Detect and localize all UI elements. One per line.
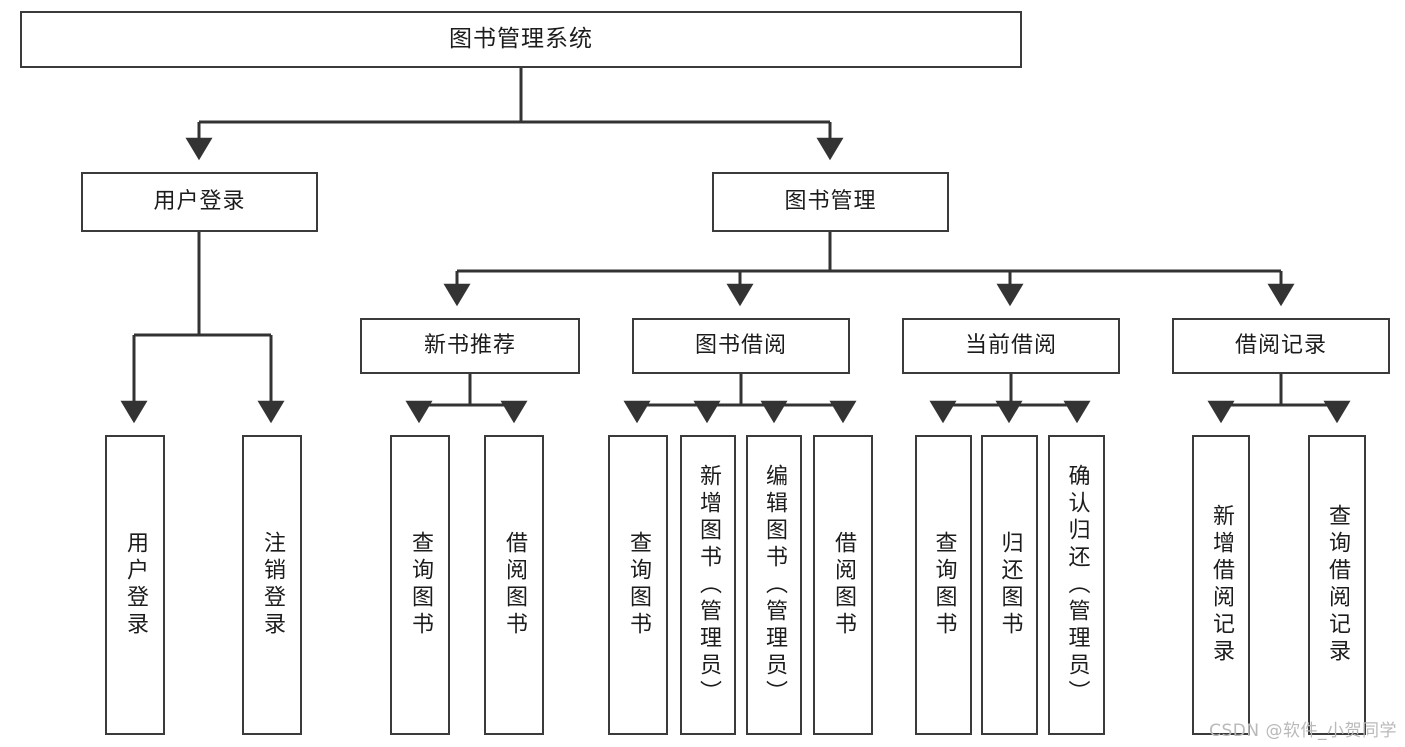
node-current-borrowing[interactable]: 当前借阅 bbox=[902, 318, 1120, 374]
edge-group-borrow-record bbox=[1207, 374, 1351, 424]
edge-group-user-login bbox=[120, 232, 285, 424]
leaf-add-record[interactable]: 新增借阅记录 bbox=[1192, 435, 1250, 735]
edge-group-book-manage bbox=[443, 232, 1295, 307]
leaf-query-book-2[interactable]: 查询图书 bbox=[608, 435, 668, 735]
leaf-edit-book[interactable]: 编辑图书（管理员） bbox=[746, 435, 802, 735]
leaf-query-book-3[interactable]: 查询图书 bbox=[915, 435, 972, 735]
leaf-add-book[interactable]: 新增图书（管理员） bbox=[680, 435, 736, 735]
leaf-query-book-1[interactable]: 查询图书 bbox=[390, 435, 450, 735]
leaf-return-book[interactable]: 归还图书 bbox=[981, 435, 1038, 735]
edge-group-root bbox=[185, 68, 844, 161]
leaf-query-record[interactable]: 查询借阅记录 bbox=[1308, 435, 1366, 735]
leaf-borrow-book-1[interactable]: 借阅图书 bbox=[484, 435, 544, 735]
edge-group-book-borrow bbox=[623, 374, 857, 424]
node-borrowing-record[interactable]: 借阅记录 bbox=[1172, 318, 1390, 374]
node-book-management[interactable]: 图书管理 bbox=[712, 172, 949, 232]
watermark-text: CSDN @软件_小贺同学 bbox=[1209, 721, 1397, 741]
node-book-management-system[interactable]: 图书管理系统 bbox=[20, 11, 1022, 68]
node-new-book-recommendation[interactable]: 新书推荐 bbox=[360, 318, 580, 374]
leaf-borrow-book-2[interactable]: 借阅图书 bbox=[813, 435, 873, 735]
edge-group-new-book-rec bbox=[405, 374, 528, 424]
node-book-borrowing[interactable]: 图书借阅 bbox=[632, 318, 850, 374]
leaf-confirm-return[interactable]: 确认归还（管理员） bbox=[1048, 435, 1105, 735]
edge-group-current-borrow bbox=[929, 374, 1091, 424]
leaf-logout-login[interactable]: 注销登录 bbox=[242, 435, 302, 735]
leaf-user-login[interactable]: 用户登录 bbox=[105, 435, 165, 735]
node-user-login[interactable]: 用户登录 bbox=[81, 172, 318, 232]
